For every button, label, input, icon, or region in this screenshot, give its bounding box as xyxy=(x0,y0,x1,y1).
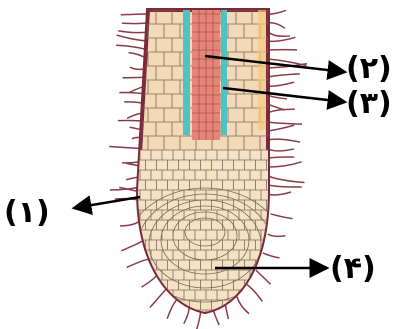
root-hair xyxy=(256,270,271,284)
root-hair xyxy=(268,109,295,113)
root-hair xyxy=(142,275,157,287)
root-hair xyxy=(120,221,140,226)
label-4: (۴) xyxy=(330,251,376,286)
root-hair xyxy=(167,300,177,319)
root-hair xyxy=(268,32,290,36)
label-3: (۳) xyxy=(346,86,392,121)
root-hair xyxy=(121,14,148,15)
root-hair xyxy=(118,31,148,33)
root-hair xyxy=(268,162,302,167)
root-hair xyxy=(127,259,150,268)
root-hair xyxy=(122,23,148,24)
root-hair xyxy=(247,285,262,302)
root-hair xyxy=(268,176,304,183)
root-hair xyxy=(268,125,294,131)
root-hair xyxy=(268,192,291,195)
root-hair xyxy=(263,253,280,258)
phloem-strand-left xyxy=(183,10,190,135)
label-2: (۲) xyxy=(346,51,392,86)
root-hair xyxy=(225,305,228,319)
root-hair xyxy=(270,214,292,219)
root-hair xyxy=(268,10,286,14)
root-hair xyxy=(268,185,302,187)
root-hair xyxy=(268,149,294,151)
root-hair xyxy=(268,74,300,77)
epidermis-stripe xyxy=(258,10,266,130)
root-hair xyxy=(268,23,285,28)
root-hair xyxy=(121,240,143,250)
root-hair xyxy=(268,37,295,41)
root-hair xyxy=(117,35,148,41)
label-1: (۱) xyxy=(4,195,50,230)
root-hair xyxy=(268,122,302,124)
root-hair xyxy=(268,139,300,142)
root-hair xyxy=(150,289,166,307)
root-hair xyxy=(268,82,294,86)
pointer-1 xyxy=(74,197,140,208)
root-hair xyxy=(237,296,249,313)
root-hair xyxy=(268,157,294,158)
root-hair xyxy=(184,307,189,324)
root-hair xyxy=(268,234,286,236)
phloem-strand-right xyxy=(221,10,227,135)
root-hair xyxy=(116,45,148,50)
